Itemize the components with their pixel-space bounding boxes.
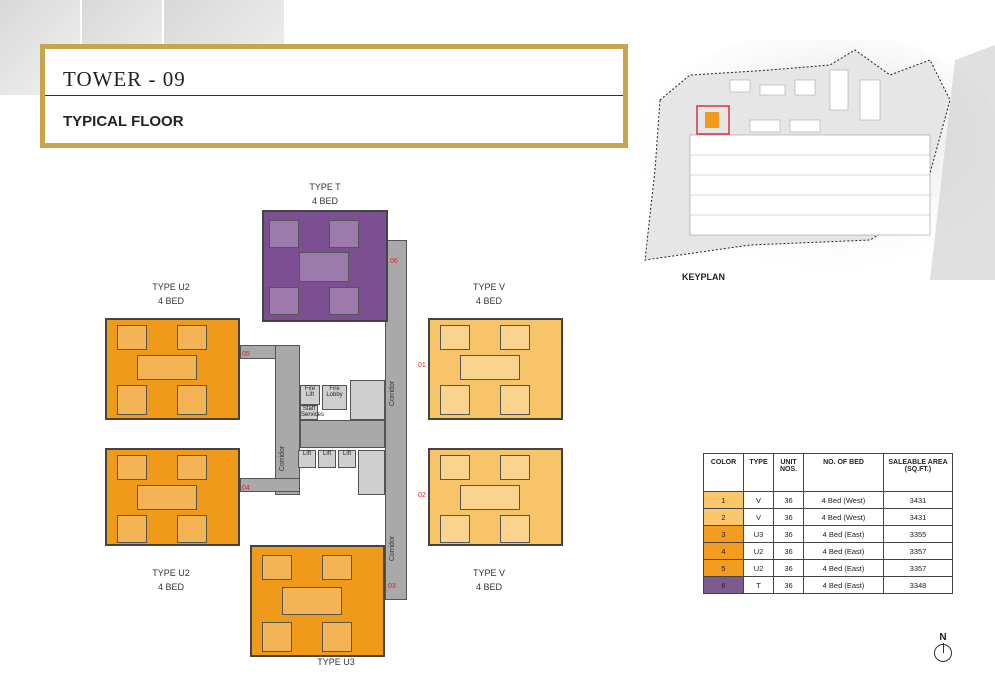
tower-highlight: [696, 105, 730, 135]
units-cell: 36: [773, 491, 804, 509]
corridor-label: Corridor: [279, 445, 287, 472]
corridor-label: Corridor: [389, 535, 397, 562]
header-type: TYPE: [743, 453, 774, 492]
staircase: [350, 380, 385, 420]
header-saleable-area: SALEABLE AREA (SQ.FT.): [883, 453, 953, 492]
floor-subtitle: TYPICAL FLOOR: [63, 113, 184, 130]
area-cell: 3357: [883, 559, 953, 577]
units-cell: 36: [773, 525, 804, 543]
area-cell: 3357: [883, 542, 953, 560]
color-cell: 3: [703, 525, 744, 543]
color-cell: 1: [703, 491, 744, 509]
units-cell: 36: [773, 508, 804, 526]
unit-04-type-u2[interactable]: [105, 448, 240, 546]
bed-cell: 4 Bed (East): [803, 542, 884, 560]
title-box: TOWER - 09 TYPICAL FLOOR: [40, 44, 628, 148]
unit-01-type-v[interactable]: [428, 318, 563, 420]
fire-lift: Fire Lift: [300, 385, 320, 405]
north-compass-icon: N: [932, 632, 954, 663]
keyplan-label: KEYPLAN: [682, 272, 726, 282]
unit-number: 06: [390, 258, 398, 265]
corridor: [240, 478, 300, 492]
units-cell: 36: [773, 576, 804, 594]
type-cell: U3: [743, 525, 774, 543]
unit-label: TYPE U3: [317, 657, 355, 667]
lift: Lift: [318, 450, 336, 468]
staff-services: Staff Services: [300, 405, 325, 420]
header-unit-nos: UNIT NOS.: [773, 453, 804, 492]
corridor: [385, 240, 407, 600]
type-cell: V: [743, 508, 774, 526]
unit-number: 03: [388, 583, 396, 590]
header-color: COLOR: [703, 453, 744, 492]
area-cell: 3431: [883, 491, 953, 509]
area-cell: 3431: [883, 508, 953, 526]
bed-cell: 4 Bed (East): [803, 576, 884, 594]
units-cell: 36: [773, 559, 804, 577]
header-no-of-bed: NO. OF BED: [803, 453, 884, 492]
units-cell: 36: [773, 542, 804, 560]
color-cell: 5: [703, 559, 744, 577]
fire-lobby: Fire Lobby: [322, 385, 347, 410]
unit-03-type-u3[interactable]: [250, 545, 385, 657]
staircase: [358, 450, 385, 495]
unit-05-type-u2[interactable]: [105, 318, 240, 420]
type-cell: V: [743, 491, 774, 509]
corridor: [300, 420, 385, 448]
type-cell: T: [743, 576, 774, 594]
color-cell: 6: [703, 576, 744, 594]
unit-02-type-v[interactable]: [428, 448, 563, 546]
bed-cell: 4 Bed (East): [803, 559, 884, 577]
unit-number: 04: [242, 485, 250, 492]
lift: Lift: [298, 450, 316, 468]
corridor-label: Corridor: [389, 380, 397, 407]
color-cell: 4: [703, 542, 744, 560]
color-cell: 2: [703, 508, 744, 526]
unit-number: 01: [418, 362, 426, 369]
unit-06-type-t[interactable]: [262, 210, 388, 322]
unit-number: 02: [418, 492, 426, 499]
divider: [45, 95, 623, 96]
type-cell: U2: [743, 559, 774, 577]
area-cell: 3348: [883, 576, 953, 594]
bed-cell: 4 Bed (West): [803, 491, 884, 509]
corridor: [275, 345, 300, 495]
unit-table: COLOR TYPE UNIT NOS. NO. OF BED SALEABLE…: [703, 453, 953, 594]
area-cell: 3355: [883, 525, 953, 543]
tower-title: TOWER - 09: [63, 67, 186, 91]
keyplan-map: [635, 40, 995, 280]
bed-cell: 4 Bed (East): [803, 525, 884, 543]
lift: Lift: [338, 450, 356, 468]
type-cell: U2: [743, 542, 774, 560]
bed-cell: 4 Bed (West): [803, 508, 884, 526]
unit-number: 05: [242, 351, 250, 358]
